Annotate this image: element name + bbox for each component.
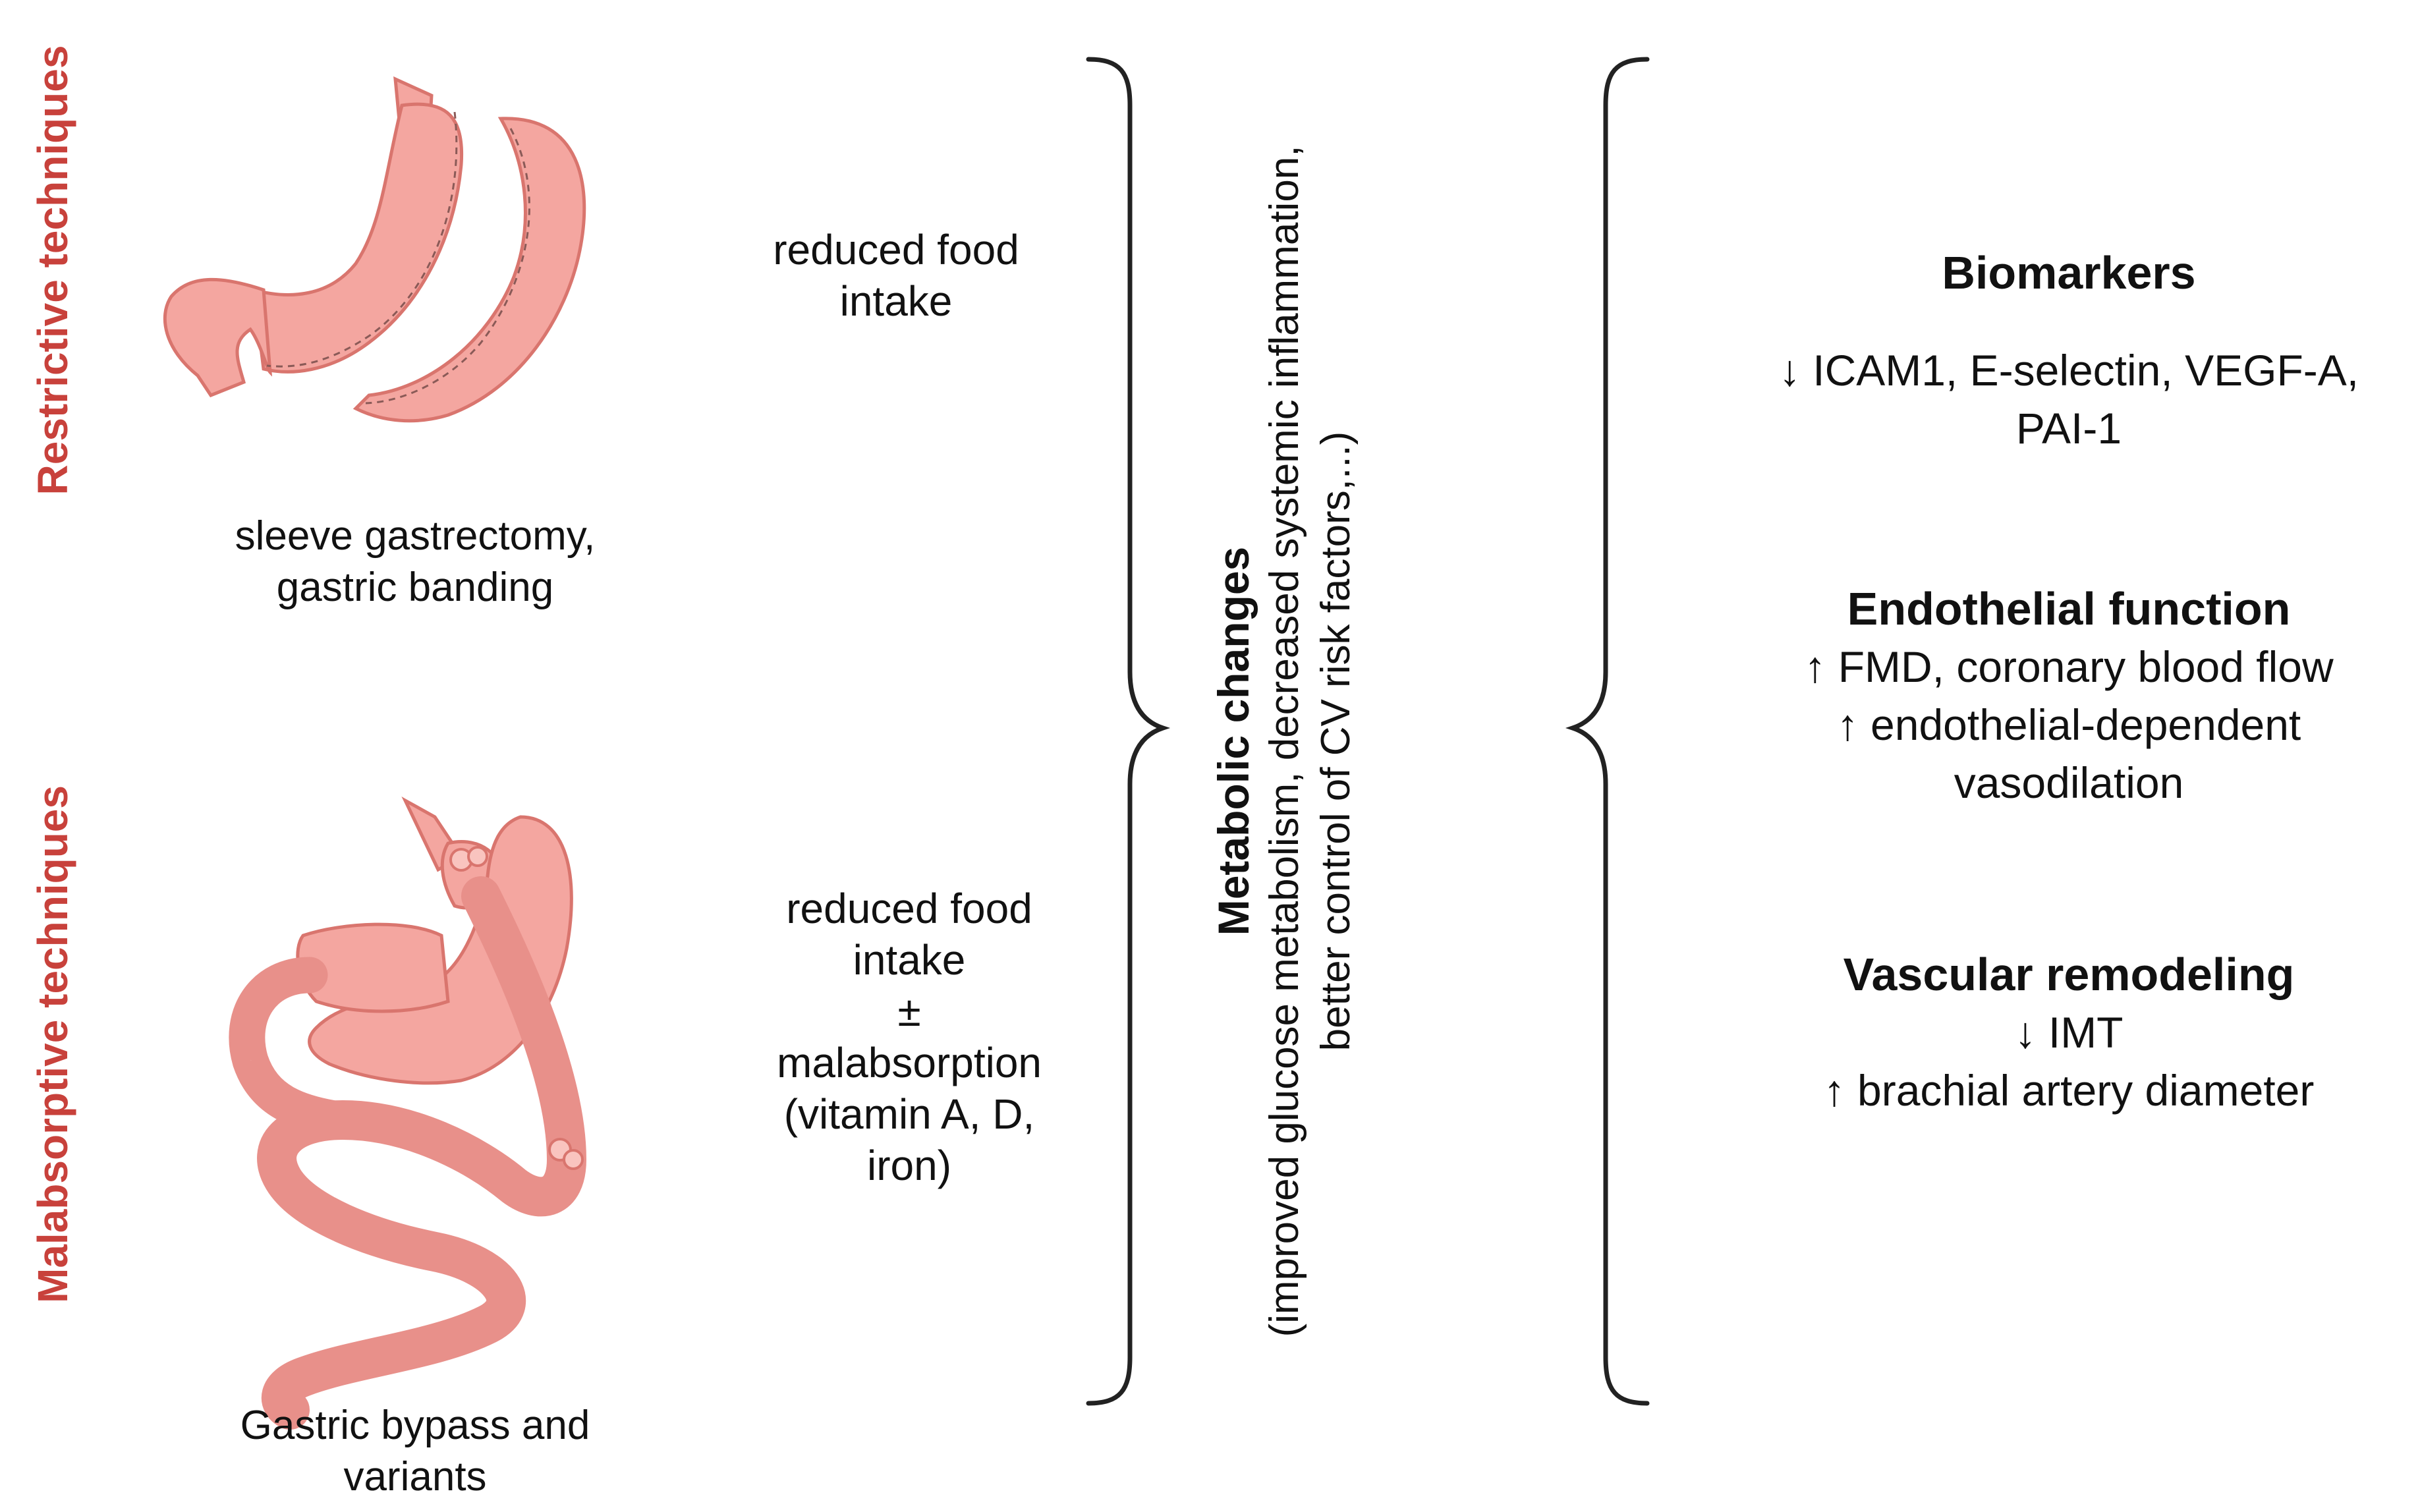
effect-line: intake xyxy=(839,277,953,325)
malabsorptive-caption-line: Gastric bypass and xyxy=(240,1403,590,1448)
closing-brace xyxy=(1086,57,1171,1406)
bypass-stomach-illustration xyxy=(229,797,587,1430)
sleeve-stomach-illustration xyxy=(163,76,586,423)
effect-line: reduced food xyxy=(773,226,1019,273)
vascular-title: Vascular remodeling xyxy=(1843,949,2295,1000)
malabsorptive-effects: reduced food intake ± malabsorption (vit… xyxy=(725,883,1094,1191)
endothelial-line: ↑ FMD, coronary blood flow xyxy=(1804,642,2334,691)
anastomosis-knot-bottom-2 xyxy=(563,1149,584,1170)
biomarkers-line: PAI-1 xyxy=(2015,404,2122,453)
restrictive-caption-line: sleeve gastrectomy, xyxy=(235,513,596,559)
metabolic-changes-block: Metabolic changes (improved glucose meta… xyxy=(1208,145,1362,1337)
malabsorptive-caption-line: variants xyxy=(343,1454,487,1499)
effect-line: (vitamin A, D, xyxy=(783,1090,1035,1138)
staple-lines xyxy=(266,111,530,405)
restrictive-caption: sleeve gastrectomy, gastric banding xyxy=(158,511,672,613)
vascular-line: ↓ IMT xyxy=(2014,1008,2124,1057)
effect-line: iron) xyxy=(866,1142,952,1189)
sleeve-stomach xyxy=(252,102,464,374)
effect-line: reduced food xyxy=(786,885,1032,932)
staple-line-remnant xyxy=(365,128,530,405)
vascular-line: ↑ brachial artery diameter xyxy=(1823,1066,2315,1115)
biomarkers-section: Biomarkers ↓ ICAM1, E-selectin, VEGF-A, … xyxy=(1687,244,2420,457)
endothelial-section: Endothelial function ↑ FMD, coronary blo… xyxy=(1687,580,2420,812)
biomarkers-title: Biomarkers xyxy=(1942,247,2196,298)
removed-stomach-portion xyxy=(352,117,586,423)
malabsorptive-label: Malabsorptive techniques xyxy=(29,785,76,1303)
restrictive-effects: reduced food intake xyxy=(712,224,1081,327)
metabolic-title: Metabolic changes xyxy=(1209,546,1258,936)
endothelial-line: vasodilation xyxy=(1954,758,2184,807)
intestine-loop-left xyxy=(229,957,361,1138)
vascular-section: Vascular remodeling ↓ IMT ↑ brachial art… xyxy=(1687,945,2420,1119)
malabsorptive-caption: Gastric bypass and variants xyxy=(158,1400,672,1503)
effect-line: malabsorption xyxy=(777,1039,1042,1086)
restrictive-label: Restrictive techniques xyxy=(29,45,76,495)
metabolic-line: (improved glucose metabolism, decreased … xyxy=(1262,145,1307,1337)
restrictive-caption-line: gastric banding xyxy=(276,565,554,610)
anastomosis-knot-top-2 xyxy=(467,846,488,867)
staple-line-sleeve xyxy=(266,111,458,368)
endothelial-title: Endothelial function xyxy=(1847,583,2291,634)
effect-line: intake xyxy=(853,936,966,984)
effect-line: ± xyxy=(897,988,921,1035)
metabolic-line: better control of CV risk factors,...) xyxy=(1313,431,1359,1051)
endothelial-line: ↑ endothelial-dependent xyxy=(1836,700,2301,749)
stomach-antrum xyxy=(163,277,273,398)
opening-brace xyxy=(1565,57,1650,1406)
biomarkers-line: ↓ ICAM1, E-selectin, VEGF-A, xyxy=(1778,346,2359,395)
anastomosis-marks xyxy=(449,846,584,1170)
